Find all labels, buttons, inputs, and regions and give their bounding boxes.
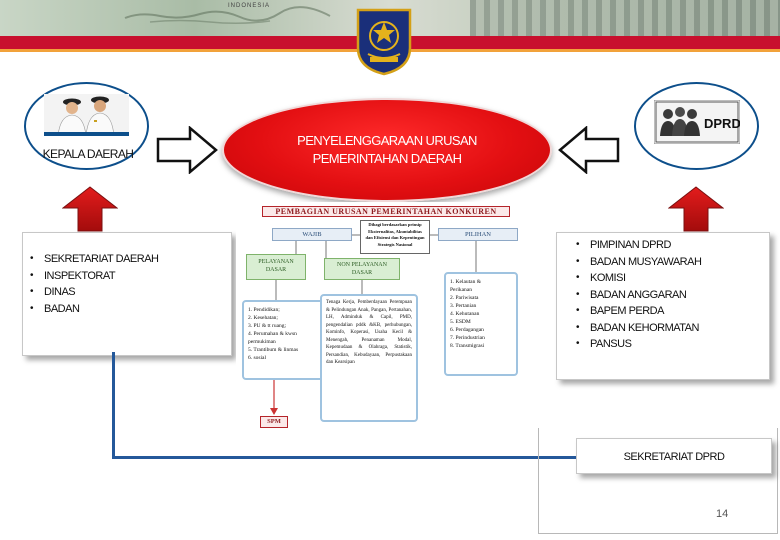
kepala-daerah-label: KEPALA DAERAH	[42, 147, 134, 161]
banner-word: INDONESIA	[228, 3, 271, 9]
list-item: 6. Perdagangan	[450, 327, 484, 333]
list-item: BADAN MUSYAWARAH	[576, 254, 702, 271]
banner-texture	[470, 0, 780, 36]
dprd-units-list: PIMPINAN DPRD BADAN MUSYAWARAH KOMISI BA…	[576, 237, 702, 353]
note-line: Dibagi berdasarkan prinsip	[368, 222, 422, 227]
penyelenggaraan-line-2: PEMERINTAHAN DAERAH	[312, 151, 462, 166]
kepala-daerah-units-list: SEKRETARIAT DAERAH INSPEKTORAT DINAS BAD…	[30, 251, 159, 318]
principle-note: Dibagi berdasarkan prinsip Eksternalitas…	[360, 220, 430, 254]
list-item: 1. Pendidikan;	[248, 307, 280, 313]
connector-line-horizontal	[112, 456, 578, 459]
pilihan-box: PILIHAN	[438, 228, 518, 241]
list-item: SEKRETARIAT DAERAH	[30, 251, 159, 268]
list-item: 8. Transmigrasi	[450, 343, 485, 349]
spm-box: SPM	[260, 416, 288, 428]
list-item: 3. Pertanian	[450, 303, 477, 309]
list-item: 5. Trantibum & linmas	[248, 347, 299, 353]
list-item: PANSUS	[576, 336, 701, 353]
list-item: 5. ESDM	[450, 319, 471, 325]
note-line: Strategis Nasional	[377, 241, 413, 247]
list-item: permukiman	[248, 339, 276, 345]
diagram-title: PEMBAGIAN URUSAN PEMERINTAHAN KONKUREN	[262, 206, 510, 217]
note-line: dan Efisiensi dan Kepentingan	[365, 235, 425, 240]
non-pelayanan-dasar-box: NON PELAYANAN DASAR	[324, 258, 400, 280]
non-pelayanan-dasar-text: Tenaga Kerja, Pemberdayaan Perempuan & P…	[320, 294, 418, 422]
list-item: BADAN	[30, 301, 158, 318]
list-item: 4. Perumahan & kwsn	[248, 331, 297, 337]
right-arrow-icon	[156, 126, 218, 174]
wajib-box: WAJIB	[272, 228, 352, 241]
npd-line: DASAR	[351, 270, 373, 276]
list-item: Perikanan	[450, 287, 472, 293]
pelayanan-dasar-list: 1. Pendidikan; 2. Kesehatan; 3. PU & tt …	[242, 300, 334, 380]
left-arrow-icon	[558, 126, 620, 174]
dprd-logo-text: DPRD	[704, 116, 740, 131]
pd-line: PELAYANAN	[258, 259, 294, 265]
bottom-right-frame	[538, 428, 778, 534]
penyelenggaraan-line-1: PENYELENGGARAAN URUSAN	[297, 133, 477, 148]
note-line: Eksternalitas, Akuntabilitas	[368, 228, 422, 234]
up-arrow-left-icon	[62, 186, 118, 232]
emblem-icon	[356, 8, 412, 76]
list-item: 1. Kelautan &	[450, 279, 482, 285]
pembagian-urusan-diagram: PEMBAGIAN URUSAN PEMERINTAHAN KONKUREN W…	[236, 202, 520, 434]
list-item: 6. sosial	[248, 355, 267, 361]
pd-line: DASAR	[265, 267, 287, 273]
npd-line: NON PELAYANAN	[337, 262, 387, 268]
list-item: 2. Kesehatan;	[248, 315, 278, 321]
list-item: 4. Kehutanan	[450, 311, 480, 317]
pilihan-list: 1. Kelautan & Perikanan 2. Pariwisata 3.…	[444, 272, 518, 376]
list-item: BADAN ANGGARAN	[576, 287, 701, 304]
page-number: 14	[716, 508, 729, 520]
officials-icon	[44, 94, 129, 136]
penyelenggaraan-ellipse	[222, 98, 552, 202]
connector-line-vertical	[112, 352, 115, 458]
list-item: PIMPINAN DPRD	[576, 237, 701, 254]
list-item: KOMISI	[576, 270, 701, 287]
penyelenggaraan-title: PENYELENGGARAAN URUSAN PEMERINTAHAN DAER…	[262, 132, 512, 168]
list-item: INSPEKTORAT	[30, 268, 158, 285]
list-item: 3. PU & tt ruang;	[248, 323, 287, 329]
list-item: BAPEM PERDA	[576, 303, 701, 320]
list-item: 2. Pariwisata	[450, 295, 479, 301]
list-item: DINAS	[30, 284, 158, 301]
list-item: BADAN KEHORMATAN	[576, 320, 701, 337]
up-arrow-right-icon	[668, 186, 724, 232]
sekretariat-dprd-box: SEKRETARIAT DPRD	[576, 438, 772, 474]
pelayanan-dasar-box: PELAYANAN DASAR	[246, 254, 306, 280]
list-item: 7. Perindustrian	[450, 335, 485, 341]
dprd-logo-icon: DPRD	[654, 100, 740, 144]
map-icon	[124, 6, 331, 25]
